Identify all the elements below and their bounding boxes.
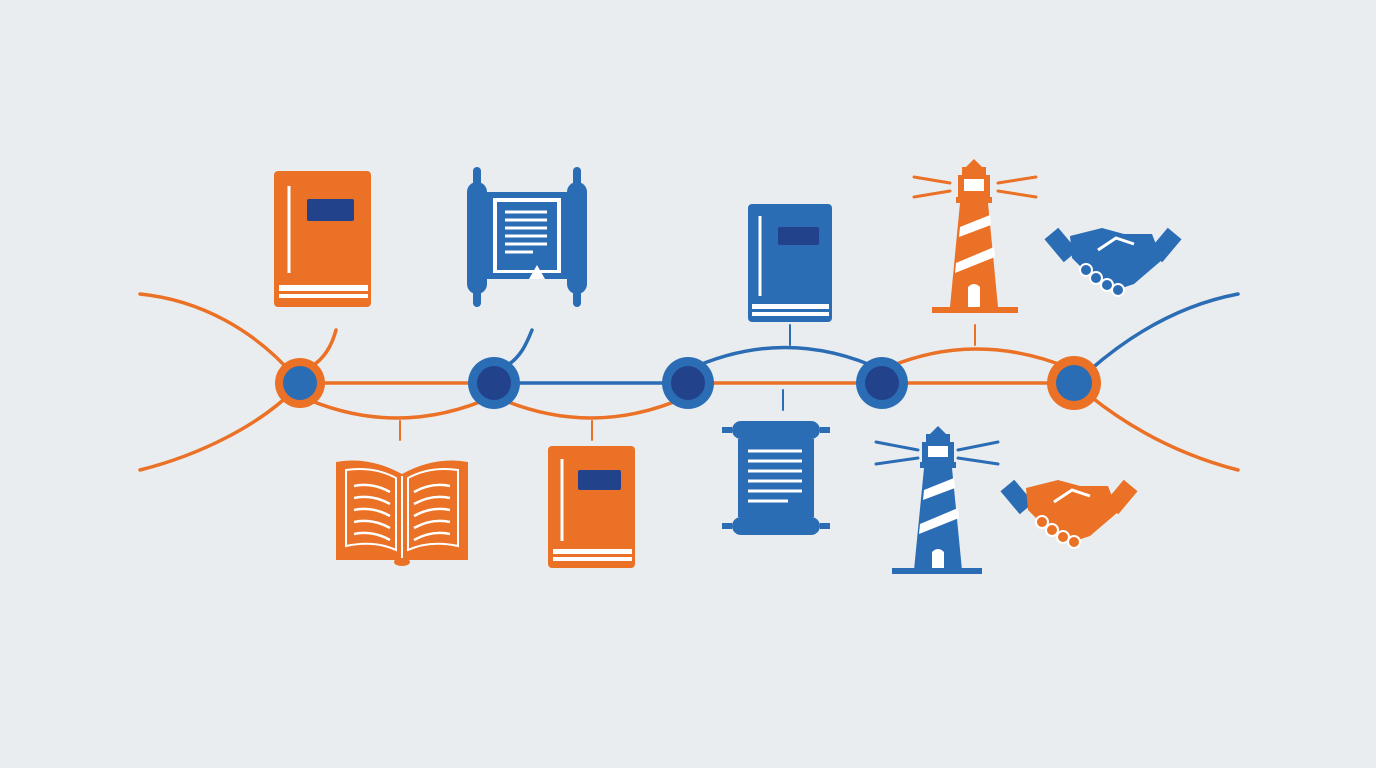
- timeline-node: [275, 358, 325, 408]
- timeline-node: [856, 357, 908, 409]
- hook-1: [310, 328, 338, 368]
- scroll-icon: [467, 167, 587, 307]
- left-upper-curve: [138, 292, 298, 380]
- timeline-node: [468, 357, 520, 409]
- handshake-icon: [1000, 479, 1138, 549]
- timeline-node: [1047, 356, 1101, 410]
- closed-book-icon: [274, 171, 371, 307]
- upper-arc-1: [686, 345, 884, 372]
- right-lower-curve: [1088, 394, 1240, 472]
- lower-arc-1: [298, 394, 496, 420]
- scroll-icon: [722, 421, 830, 535]
- timeline-node: [662, 357, 714, 409]
- right-upper-curve: [1088, 292, 1240, 372]
- closed-book-icon: [748, 204, 832, 322]
- timeline-nodes: [275, 356, 1101, 410]
- lighthouse-icon: [912, 159, 1038, 313]
- hook-2: [504, 328, 534, 368]
- upper-arc-2: [880, 347, 1076, 372]
- closed-book-icon: [548, 446, 635, 568]
- handshake-icon: [1044, 227, 1182, 297]
- open-book-icon: [336, 460, 468, 566]
- lower-arc-2: [492, 394, 690, 420]
- left-lower-curve: [138, 386, 298, 472]
- lighthouse-icon: [874, 426, 1000, 574]
